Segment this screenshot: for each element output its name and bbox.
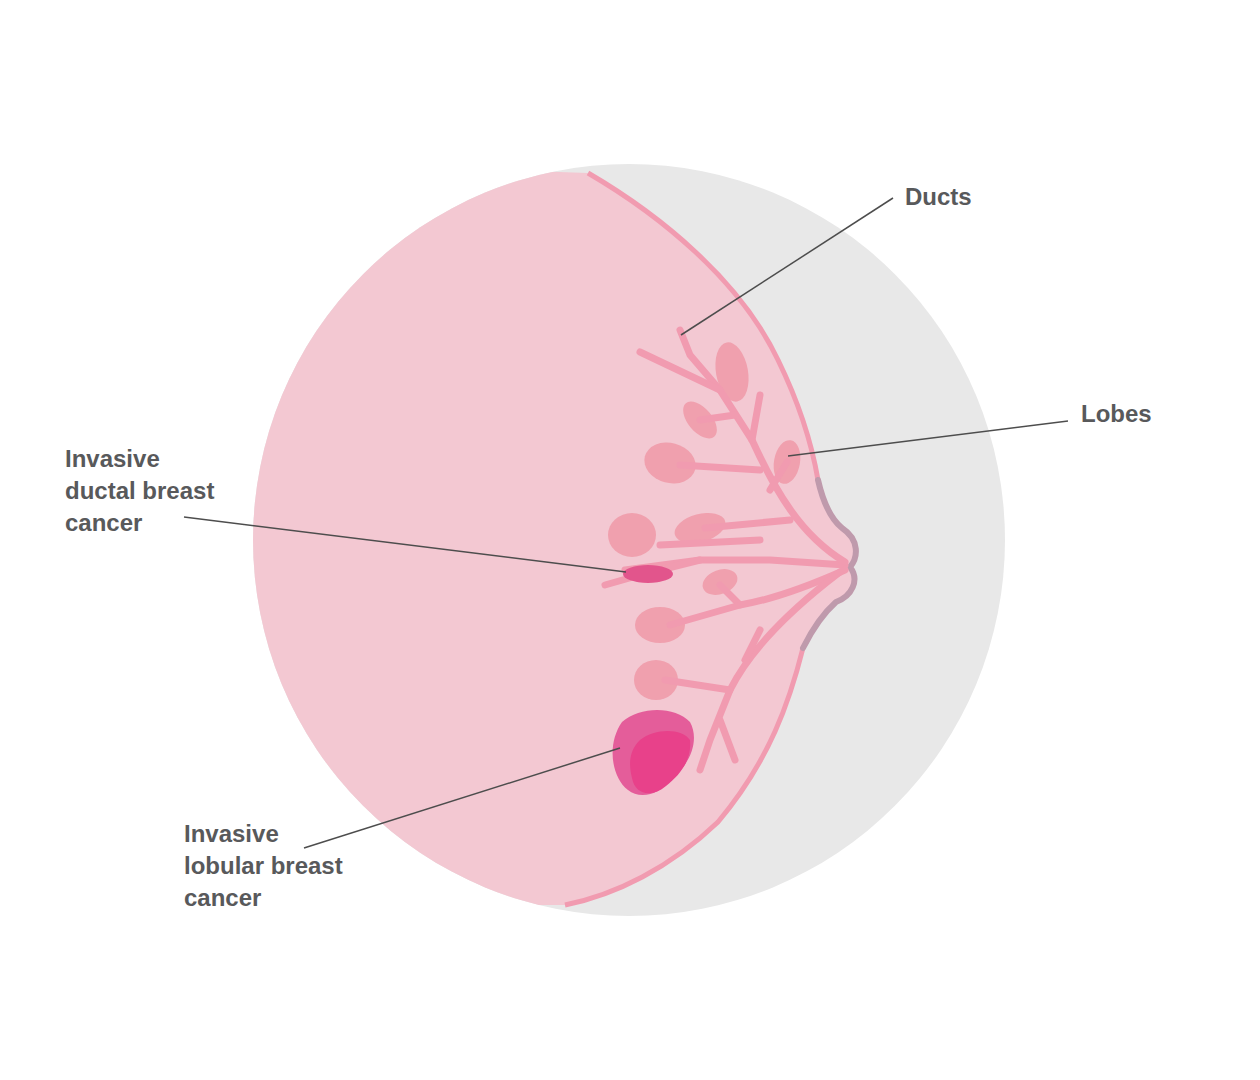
lobes (608, 340, 804, 700)
callout-label: Ducts (905, 181, 1105, 213)
leader-lines (184, 198, 1068, 848)
breast-outline (588, 173, 818, 480)
ducts (605, 330, 845, 770)
lobular-tumour (613, 710, 694, 795)
ductal-tumour (623, 565, 673, 583)
lobular-tumour (630, 731, 690, 793)
callout-label: Invasive lobular breast cancer (184, 818, 352, 914)
callout-label: Invasive ductal breast cancer (65, 443, 233, 539)
callout-label: Lobes (1081, 398, 1251, 430)
breast-tissue (200, 160, 856, 905)
breast-outline (565, 648, 803, 905)
